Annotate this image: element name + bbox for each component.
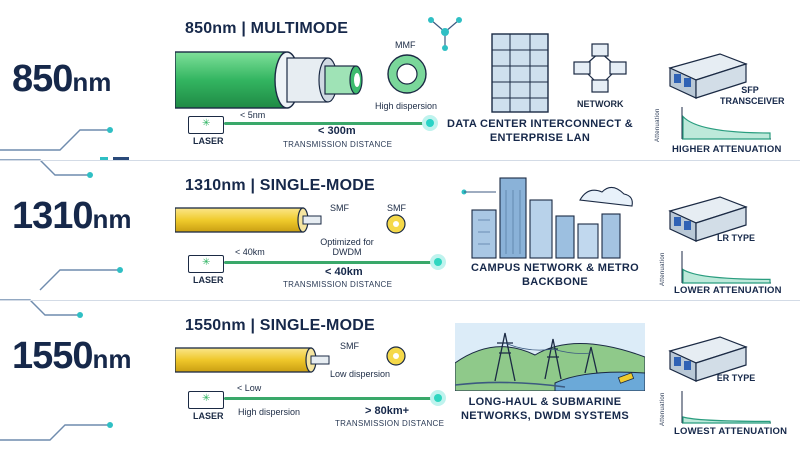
source-note: < 5nm — [240, 110, 266, 120]
transceiver-label: ER TYPE — [716, 373, 756, 383]
core-note: Optimized for DWDM — [320, 237, 374, 257]
landscape-power-line-illustration — [455, 323, 645, 391]
attenuation-label: LOWEST ATTENUATION — [674, 426, 788, 437]
wavelength-heading: 1550nm — [12, 335, 132, 377]
core-label: MMF — [395, 40, 416, 50]
network-nodes-icon — [428, 17, 462, 51]
single-mode-cable-illustration — [175, 347, 330, 373]
multimode-cable-illustration — [175, 51, 363, 109]
fiber-line — [224, 122, 429, 125]
graph-axis-label: Attenuation — [660, 252, 666, 286]
application-text: CAMPUS NETWORK & METRO BACKBONE — [471, 262, 639, 288]
glow-point-icon — [430, 254, 446, 270]
graph-axis-label: Attenuation — [655, 108, 661, 142]
mmf-core-icon — [387, 54, 427, 94]
fiber-line — [224, 261, 434, 264]
laser-label: LASER — [193, 136, 224, 146]
smf-core-icon — [386, 346, 406, 366]
distance-value: > 80km+ — [365, 405, 410, 417]
single-mode-cable-illustration — [175, 207, 322, 233]
wavelength-heading: 1310nm — [12, 195, 132, 237]
attenuation-graph — [681, 107, 771, 140]
server-rack-icon — [491, 33, 549, 113]
attenuation-graph — [681, 391, 771, 424]
fiber-title: 850nm | MULTIMODE — [185, 20, 349, 37]
graph-axis-label: Attenuation — [660, 392, 666, 426]
attenuation-graph — [681, 251, 771, 284]
glow-point-icon — [422, 115, 438, 131]
city-skyline-illustration — [461, 177, 633, 259]
laser-emitter: ✳ — [188, 391, 224, 409]
distance-caption: TRANSMISSION DISTANCE — [335, 419, 445, 428]
row-divider — [0, 160, 800, 161]
application-text: LONG-HAUL & SUBMARINE NETWORKS, DWDM SYS… — [461, 396, 629, 422]
attenuation-label: LOWER ATTENUATION — [674, 285, 782, 296]
core-label: SMF — [340, 341, 359, 351]
attenuation-label: HIGHER ATTENUATION — [672, 144, 782, 155]
transceiver-label: LR TYPE — [716, 233, 755, 243]
core-label: SMF — [330, 203, 349, 213]
sfp-transceiver-icon — [668, 53, 748, 99]
core-note: High dispersion — [375, 101, 438, 111]
glow-point-icon — [430, 390, 446, 406]
transceiver-label: SFP TRANSCEIVER — [720, 85, 785, 106]
laser-label: LASER — [193, 411, 224, 421]
core-label-2: SMF — [387, 203, 406, 213]
source-note-2: High dispersion — [238, 407, 301, 417]
distance-caption: TRANSMISSION DISTANCE — [283, 280, 393, 289]
laser-emitter: ✳ — [188, 116, 224, 134]
laser-label: LASER — [193, 275, 224, 285]
row-850nm: 850nm 850nm | MULTIMODE MMF High dispers… — [0, 0, 800, 155]
smf-core-icon — [386, 214, 406, 234]
fiber-line — [224, 397, 434, 400]
row-divider — [0, 300, 800, 301]
row-1550nm: 1550nm 1550nm | SINGLE-MODE SMF Low disp… — [0, 305, 800, 455]
source-note: < 40km — [235, 247, 265, 257]
network-topology-icon — [573, 43, 627, 93]
fiber-title: 1310nm | SINGLE-MODE — [185, 177, 375, 194]
wavelength-heading: 850nm — [12, 58, 112, 100]
source-note: < Low — [237, 383, 262, 393]
lr-transceiver-icon — [668, 196, 748, 242]
application-text: DATA CENTER INTERCONNECT & ENTERPRISE LA… — [446, 118, 634, 144]
fiber-title: 1550nm | SINGLE-MODE — [185, 317, 375, 334]
er-transceiver-icon — [668, 336, 748, 382]
distance-caption: TRANSMISSION DISTANCE — [283, 140, 393, 149]
core-note: Low dispersion — [330, 369, 391, 379]
distance-value: < 40km — [325, 266, 363, 278]
laser-emitter: ✳ — [188, 255, 224, 273]
row-1310nm: 1310nm 1310nm | SINGLE-MODE SMF SMF Opti… — [0, 165, 800, 315]
distance-value: < 300m — [318, 125, 356, 137]
network-label: NETWORK — [577, 99, 624, 109]
